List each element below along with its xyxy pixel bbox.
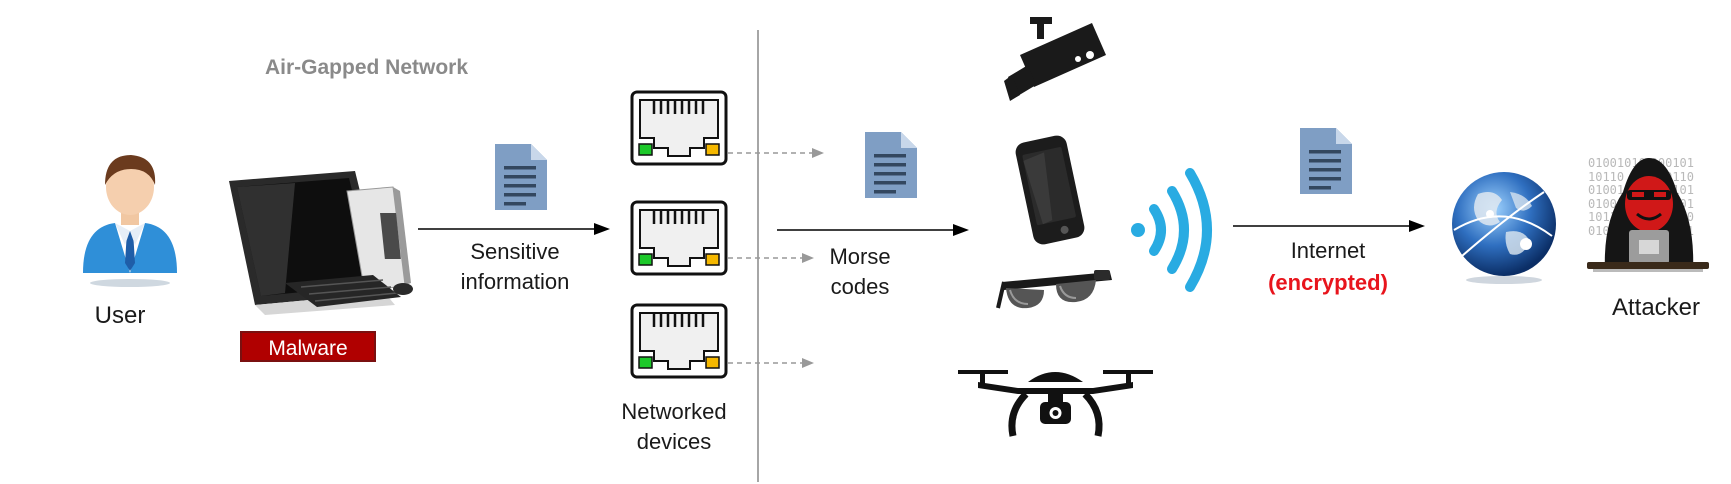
document-icon — [865, 132, 917, 198]
computer-icon — [229, 171, 413, 315]
morse-codes-label-line2: codes — [830, 274, 890, 299]
binary-text: 10110 — [1588, 169, 1625, 184]
attacker-label: Attacker — [1611, 294, 1701, 321]
ethernet-port-icon — [630, 90, 728, 166]
morse-codes-label-line1: Morse — [829, 244, 891, 269]
air-gapped-network-title: Air-Gapped Network — [265, 56, 469, 79]
networked-devices-label-line1: Networked — [621, 399, 727, 424]
arrow-internet — [1233, 220, 1425, 232]
security-camera-icon — [1004, 17, 1106, 101]
sensitive-information-label-line1: Sensitive — [470, 239, 560, 264]
smartphone-icon — [1015, 135, 1085, 245]
binary-text: 01001010 — [1588, 156, 1646, 170]
malware-badge: Malware — [240, 331, 376, 362]
smart-glasses-icon — [996, 270, 1112, 309]
dashed-arrow — [728, 358, 814, 368]
dashed-arrow — [728, 253, 814, 263]
user-label: User — [94, 302, 146, 329]
wifi-signal-icon — [1131, 168, 1212, 292]
dashed-arrow — [728, 148, 824, 158]
ethernet-port-icon — [630, 303, 728, 379]
globe-icon — [1452, 172, 1556, 284]
internet-label: Internet — [1290, 238, 1366, 263]
document-icon — [1300, 128, 1352, 194]
document-icon — [495, 144, 547, 210]
air-gap-divider — [757, 30, 759, 482]
sensitive-information-label-line2: information — [460, 269, 570, 294]
binary-text: 01001 — [1588, 183, 1625, 197]
networked-devices-label-line2: devices — [636, 429, 712, 454]
drone-icon — [958, 370, 1153, 437]
encrypted-label: (encrypted) — [1268, 270, 1388, 295]
user-icon — [83, 155, 177, 287]
hacker-icon — [1587, 158, 1709, 272]
ethernet-port-icon — [630, 200, 728, 276]
arrow-morse-codes — [777, 224, 969, 236]
arrow-sensitive-information — [418, 223, 610, 235]
